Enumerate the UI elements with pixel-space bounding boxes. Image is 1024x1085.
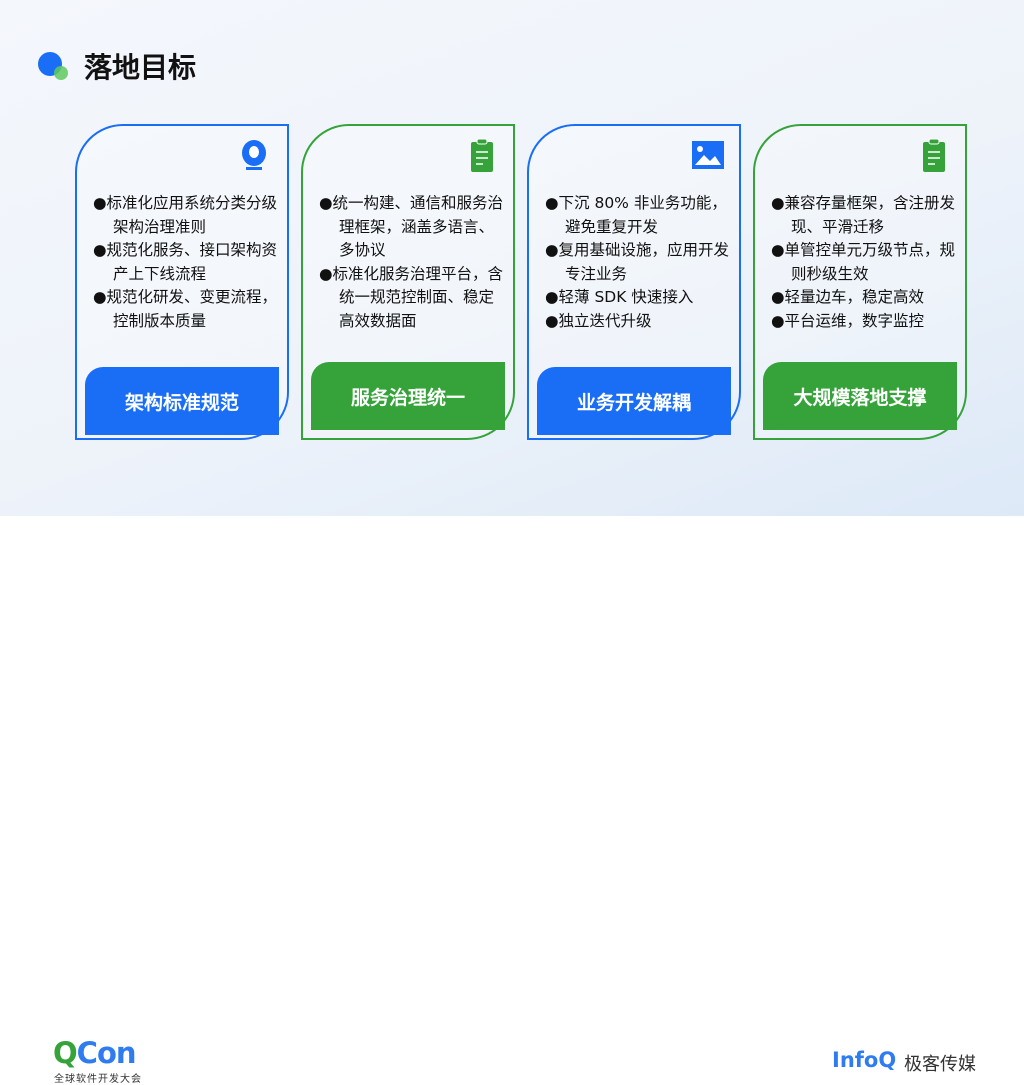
qcon-subtitle: 全球软件开发大会 [54,1074,142,1085]
goal-list-item: ●标准化应用系统分类分级架构治理准则 [93,194,278,236]
goal-list: ●下沉 80% 非业务功能，避免重复开发 ●复用基础设施，应用开发专注业务 ●轻薄 … [545,192,731,333]
goal-card: ●下沉 80% 非业务功能，避免重复开发 ●复用基础设施，应用开发专注业务 ●轻薄 … [527,124,741,440]
jike-logo: 极客传媒 [904,1054,976,1075]
goal-list-item: ●轻量边车，稳定高效 [771,288,925,306]
goal-list-item: ●单管控单元万级节点，规则秒级生效 [771,241,956,283]
clipboard-icon [465,138,499,172]
page-title: 落地目标 [84,51,197,84]
goal-list-item: ●统一构建、通信和服务治理框架，涵盖多语言、多协议 [319,194,504,259]
goal-list-item: ●规范化研发、变更流程，控制版本质量 [93,288,278,330]
webcam-icon [239,138,273,172]
goal-list-item: ●独立迭代升级 [545,311,652,330]
goal-card: ●兼容存量框架，含注册发现、平滑迁移 ●单管控单元万级节点，规则秒级生效 ●轻量边车… [753,124,967,440]
goal-list-item: ●平台运维，数字监控 [771,311,925,330]
goal-button[interactable]: 服务治理统一 [311,362,505,430]
goal-list-item: ●标准化服务治理平台，含统一规范控制面、稳定高效数据面 [319,264,504,330]
goal-card: ●标准化应用系统分类分级架构治理准则 ●规范化服务、接口架构资产上下线流程 ●规范化… [75,124,289,440]
goal-list-item: ●兼容存量框架，含注册发现、平滑迁移 [771,194,956,236]
goal-list: ●统一构建、通信和服务治理框架，涵盖多语言、多协议●标准化服务治理平台，含统一规… [319,192,505,333]
goal-button[interactable]: 架构标准规范 [85,367,279,435]
infoq-logo: InfoQ [832,1048,897,1072]
goal-button[interactable]: 大规模落地支撑 [763,362,957,430]
title-bullet-accent-icon [54,66,68,80]
clipboard-icon [917,138,951,172]
goal-list-item: ●轻薄 SDK 快速接入 [545,288,694,306]
qcon-logo: QCon [53,1036,137,1070]
footer: QCon 全球软件开发大会 InfoQ 极客传媒 [0,516,1024,1085]
goal-list: ●标准化应用系统分类分级架构治理准则 ●规范化服务、接口架构资产上下线流程 ●规范化… [93,192,279,333]
goal-list: ●兼容存量框架，含注册发现、平滑迁移 ●单管控单元万级节点，规则秒级生效 ●轻量边车… [771,192,957,333]
slide: 落地目标 ●标准化应用系统分类分级架构治理准则 ●规范化服务、接口架构资产上下线流… [0,0,1024,516]
goal-list-item: ●下沉 80% 非业务功能，避免重复开发 [545,194,727,236]
image-icon [691,138,725,172]
goal-card: ●统一构建、通信和服务治理框架，涵盖多语言、多协议●标准化服务治理平台，含统一规… [301,124,515,440]
goal-list-item: ●复用基础设施，应用开发专注业务 [545,241,730,283]
goal-list-item: ●规范化服务、接口架构资产上下线流程 [93,241,278,283]
goal-button[interactable]: 业务开发解耦 [537,367,731,435]
